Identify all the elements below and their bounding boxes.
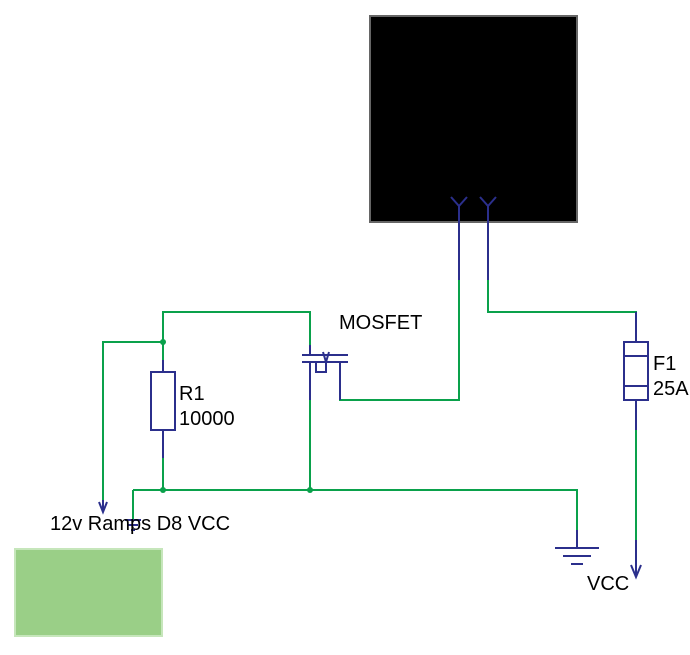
load-connector-pins	[450, 196, 497, 280]
r1-designator: R1	[179, 383, 205, 405]
r1-value: 10000	[179, 408, 235, 430]
junction-dot	[160, 339, 166, 345]
ground-symbol	[555, 530, 599, 565]
power-supply-block[interactable]	[14, 548, 163, 637]
mosfet-symbol[interactable]	[302, 345, 348, 400]
left-ground-tick	[125, 519, 141, 531]
f1-designator: F1	[653, 353, 676, 375]
junction-dot	[307, 487, 313, 493]
resistor-r1[interactable]	[150, 360, 176, 458]
vcc-arrow	[630, 540, 642, 580]
load-block[interactable]	[369, 15, 578, 223]
f1-value: 25A	[653, 378, 689, 400]
net-arrow-left	[98, 500, 108, 515]
net-label-vcc: VCC	[587, 573, 629, 595]
net-label-left: 12v Ramps D8 VCC	[50, 513, 230, 535]
mosfet-label: MOSFET	[339, 312, 422, 334]
fuse-f1[interactable]	[623, 312, 649, 430]
junction-dot	[160, 487, 166, 493]
